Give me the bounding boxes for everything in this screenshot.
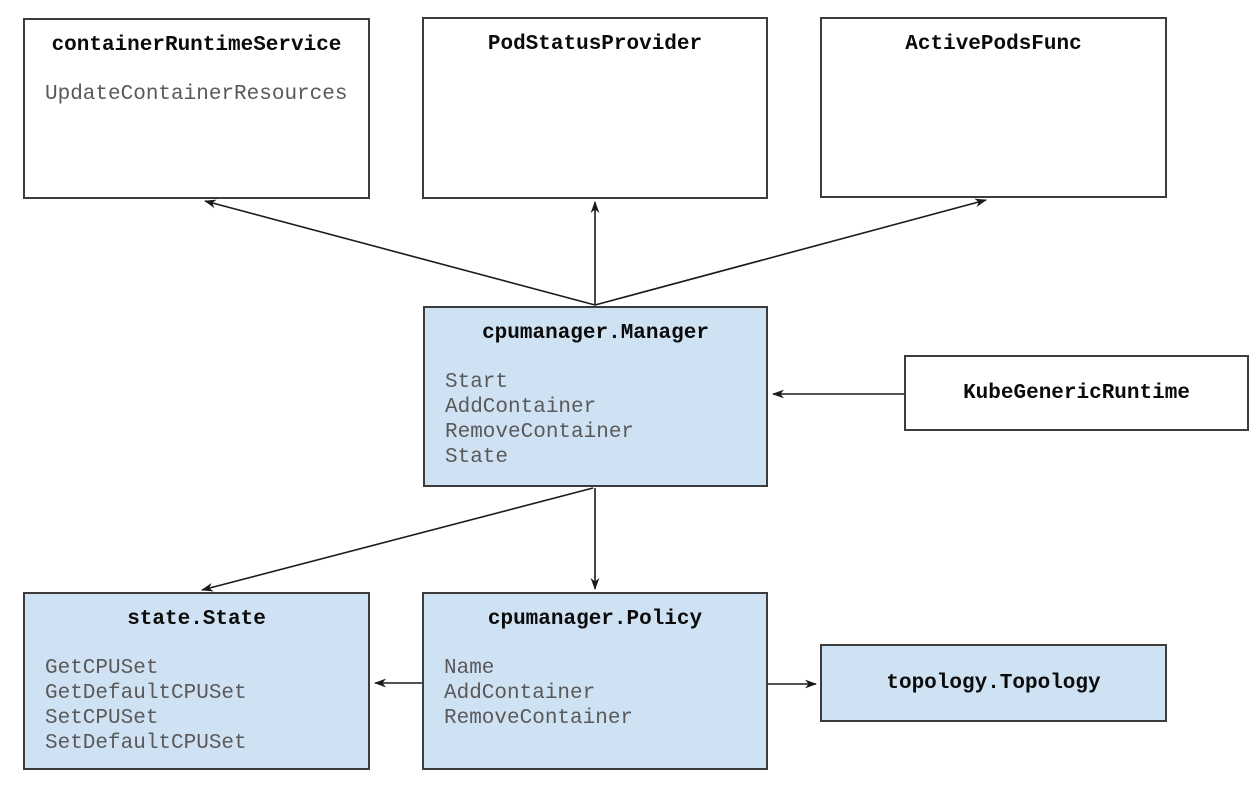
box-title: containerRuntimeService <box>51 34 342 57</box>
arrow-manager-to-container-runtime-service <box>204 199 596 306</box>
box-container-runtime-service: containerRuntimeService UpdateContainerR… <box>23 18 370 199</box>
arrow-manager-to-active-pods-func <box>594 198 987 306</box>
box-title: PodStatusProvider <box>487 33 703 56</box>
box-title: cpumanager.Manager <box>482 322 709 345</box>
box-active-pods-func: ActivePodsFunc <box>820 17 1167 198</box>
box-cpumanager-policy: cpumanager.Policy Name AddContainer Remo… <box>422 592 768 770</box>
box-methods: Start AddContainer RemoveContainer State <box>445 370 766 470</box>
method-item: Name <box>444 657 495 680</box>
box-cpumanager-manager: cpumanager.Manager Start AddContainer Re… <box>423 306 768 487</box>
method-item: RemoveContainer <box>444 707 634 730</box>
box-topology-topology: topology.Topology <box>820 644 1167 722</box>
box-title: cpumanager.Policy <box>487 608 703 631</box>
box-title: ActivePodsFunc <box>905 33 1082 56</box>
box-methods: UpdateContainerResources <box>45 82 368 107</box>
method-item: AddContainer <box>444 682 596 705</box>
method-item: State <box>445 446 509 469</box>
box-methods: Name AddContainer RemoveContainer <box>444 656 766 731</box>
box-kube-generic-runtime: KubeGenericRuntime <box>904 355 1249 431</box>
method-item: SetDefaultCPUSet <box>45 732 247 755</box>
box-state-state: state.State GetCPUSet GetDefaultCPUSet S… <box>23 592 370 770</box>
method-item: AddContainer <box>445 396 597 419</box>
method-item: RemoveContainer <box>445 421 635 444</box>
method-item: UpdateContainerResources <box>45 83 348 106</box>
method-item: GetDefaultCPUSet <box>45 682 247 705</box>
method-item: GetCPUSet <box>45 657 159 680</box>
box-title: KubeGenericRuntime <box>963 381 1190 405</box>
arrow-manager-to-state <box>201 487 594 592</box>
box-methods: GetCPUSet GetDefaultCPUSet SetCPUSet Set… <box>45 656 368 756</box>
box-pod-status-provider: PodStatusProvider <box>422 17 768 199</box>
method-item: SetCPUSet <box>45 707 159 730</box>
method-item: Start <box>445 371 509 394</box>
box-title: topology.Topology <box>886 671 1101 695</box>
box-title: state.State <box>127 608 266 631</box>
